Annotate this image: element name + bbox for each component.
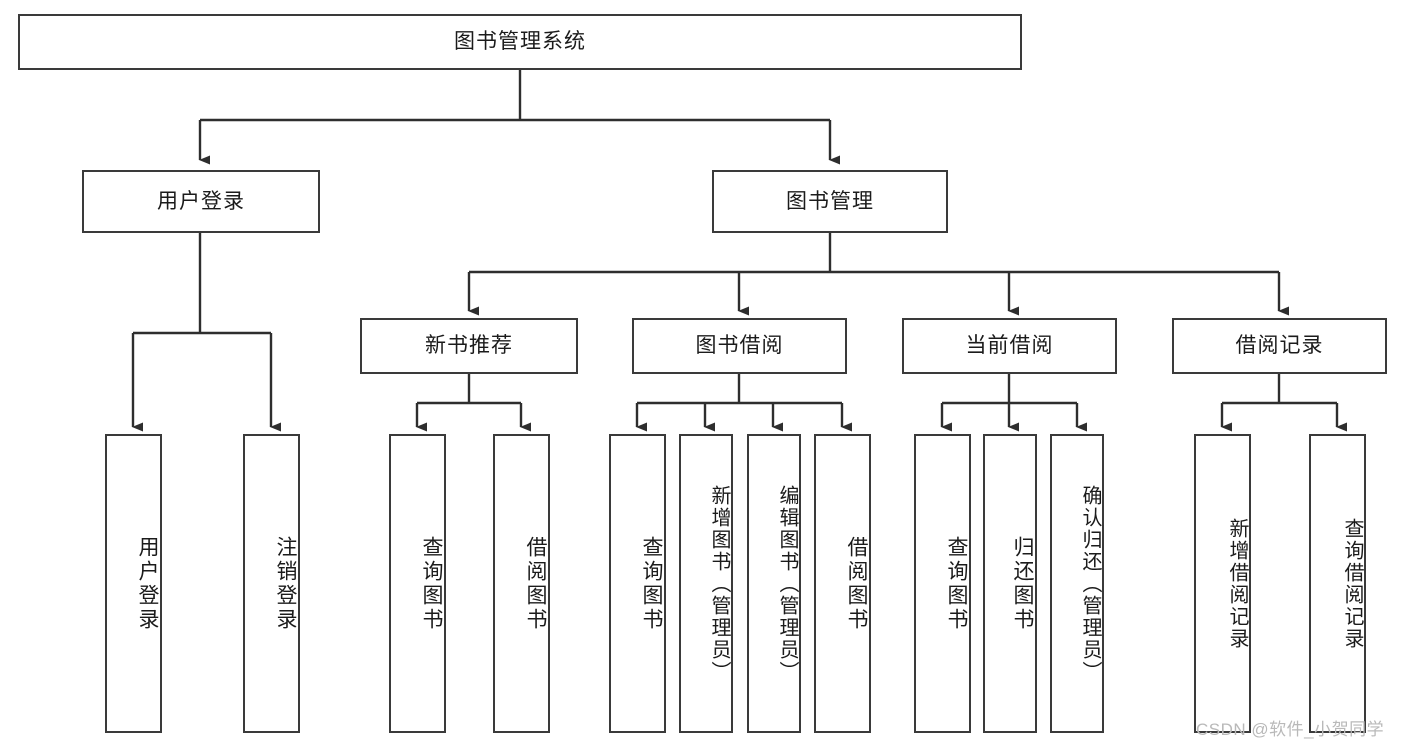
leaf-return-book[interactable]: 归还图书 [983, 434, 1037, 733]
leaf-borrow-book-borrow[interactable]: 借阅图书 [814, 434, 871, 733]
leaf-user-login[interactable]: 用户登录 [105, 434, 162, 733]
leaf-borrow-book-recommend[interactable]: 借阅图书 [493, 434, 550, 733]
leaf-add-book-admin[interactable]: 新增图书（管理员） [679, 434, 733, 733]
node-root-system[interactable]: 图书管理系统 [18, 14, 1022, 70]
leaf-confirm-return-admin[interactable]: 确认归还（管理员） [1050, 434, 1104, 733]
csdn-watermark: CSDN @软件_小贺同学 [1196, 720, 1385, 739]
node-current-borrow[interactable]: 当前借阅 [902, 318, 1117, 374]
node-book-management[interactable]: 图书管理 [712, 170, 948, 233]
leaf-edit-book-admin[interactable]: 编辑图书（管理员） [747, 434, 801, 733]
leaf-query-book-recommend[interactable]: 查询图书 [389, 434, 446, 733]
leaf-query-borrow-record[interactable]: 查询借阅记录 [1309, 434, 1366, 733]
node-borrow-record[interactable]: 借阅记录 [1172, 318, 1387, 374]
leaf-query-book-current[interactable]: 查询图书 [914, 434, 971, 733]
leaf-logout-login[interactable]: 注销登录 [243, 434, 300, 733]
node-book-borrow[interactable]: 图书借阅 [632, 318, 847, 374]
leaf-add-borrow-record[interactable]: 新增借阅记录 [1194, 434, 1251, 733]
node-user-login[interactable]: 用户登录 [82, 170, 320, 233]
leaf-query-book-borrow[interactable]: 查询图书 [609, 434, 666, 733]
node-new-book-recommend[interactable]: 新书推荐 [360, 318, 578, 374]
